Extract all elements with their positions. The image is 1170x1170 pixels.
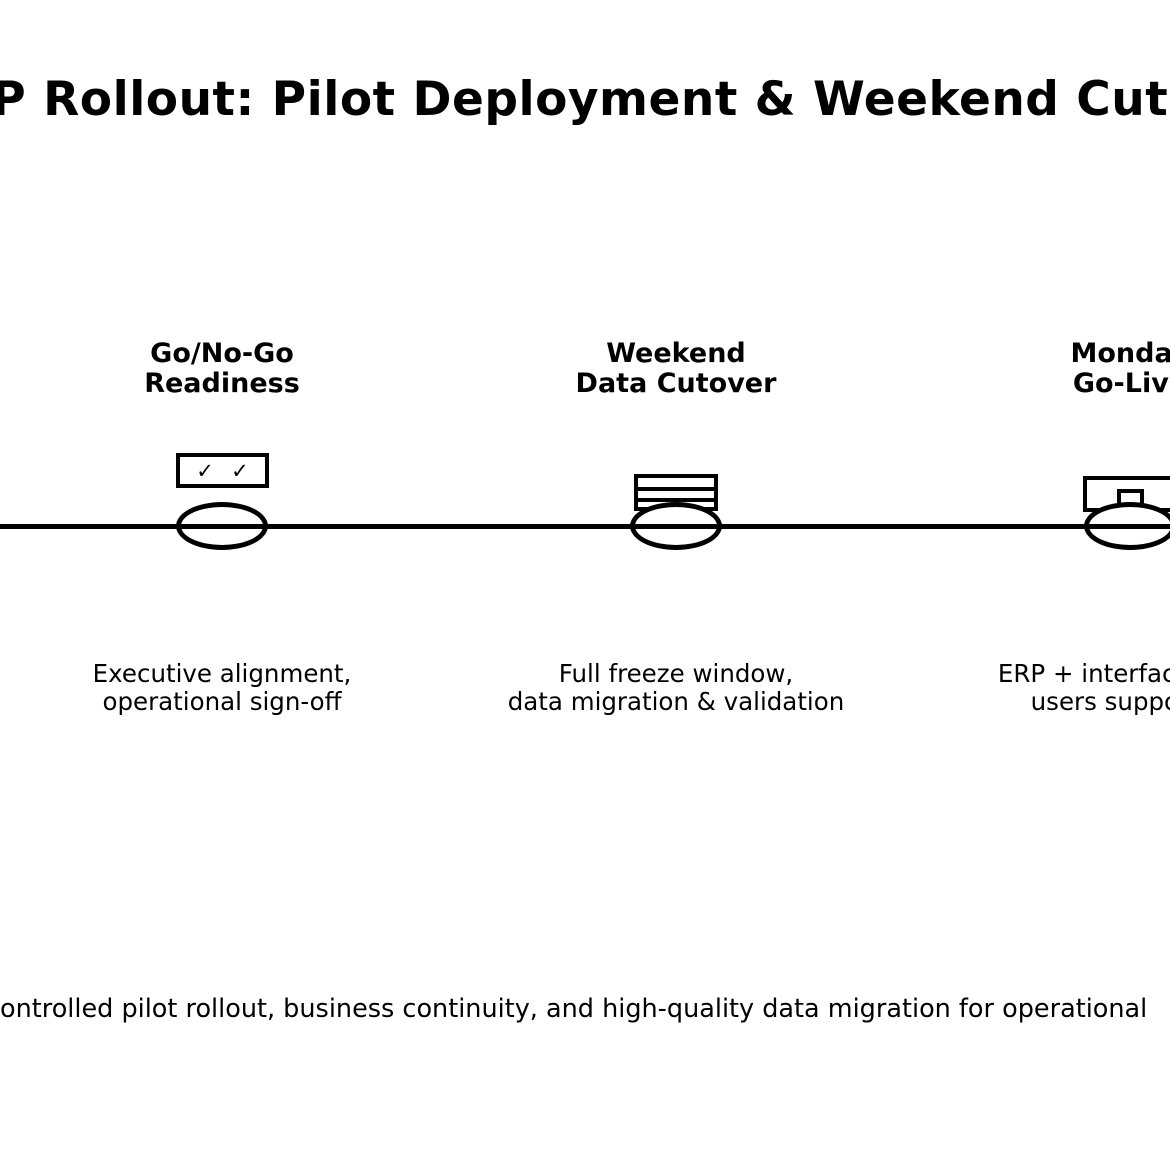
milestone-label-go-no-go: Go/No-Go Readiness xyxy=(144,338,300,399)
milestone-desc-data-cutover: Full freeze window, data migration & val… xyxy=(507,659,845,716)
checkmark-glyphs: ✓ ✓ xyxy=(196,458,249,483)
summary-caption: controlled pilot rollout, business conti… xyxy=(0,994,1148,1024)
timeline-axis xyxy=(0,524,1170,529)
milestone-label-data-cutover: Weekend Data Cutover xyxy=(575,338,777,399)
milestone-desc-go-no-go: Executive alignment, operational sign-of… xyxy=(92,659,352,716)
page-title: ERP Rollout: Pilot Deployment & Weekend … xyxy=(0,72,1170,127)
milestone-label-go-live: Monday Go-Live xyxy=(1070,338,1170,399)
stack-line xyxy=(638,487,714,491)
stack-line xyxy=(638,498,714,502)
milestone-desc-go-live: ERP + interfaces live, users supported xyxy=(997,659,1170,716)
double-checkmark-icon: ✓ ✓ xyxy=(176,453,269,488)
